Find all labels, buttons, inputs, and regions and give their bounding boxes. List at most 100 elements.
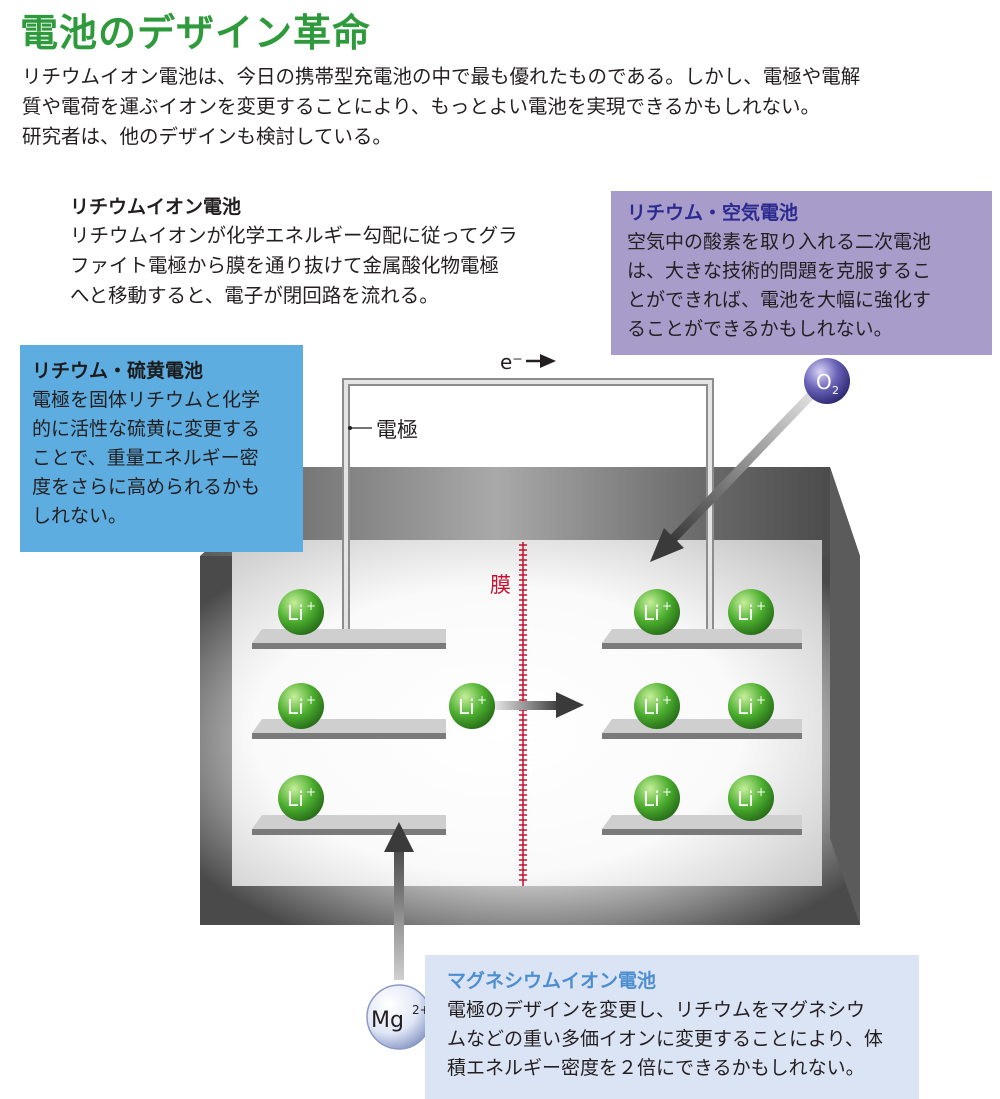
page-title: 電池のデザイン革命	[20, 11, 372, 55]
magnesium-symbol: Mg	[371, 1008, 404, 1033]
li-ion-symbol: Li	[737, 601, 754, 625]
li-ion-charge: +	[306, 599, 316, 613]
li-ion: Li+	[728, 775, 774, 821]
mg-ion-line: 積エネルギー密度を２倍にできるかもしれない。	[447, 1057, 865, 1079]
li-ion: Li+	[634, 775, 680, 821]
oxygen-arrow	[650, 390, 816, 562]
li-ion-sphere	[728, 589, 774, 635]
oxygen-symbol: O	[816, 370, 832, 394]
magnesium-arrow	[384, 822, 414, 980]
oxygen-sphere	[804, 358, 850, 404]
li-ion-symbol: Li	[737, 787, 754, 811]
li-ion-charge: +	[756, 785, 766, 799]
li-ion-sphere	[728, 775, 774, 821]
li-ion-symbol: Li	[643, 695, 660, 719]
li-sulfur-box: リチウム・硫黄電池 電極を固体リチウムと化学 的に活性な硫黄に変更する ことで、…	[20, 345, 303, 552]
li-ion-sphere	[634, 589, 680, 635]
plate-left-2	[252, 719, 446, 733]
li-ion: Li+	[728, 683, 774, 729]
intro-line: リチウムイオン電池は、今日の携帯型充電池の中で最も優れたものである。しかし、電極…	[22, 65, 861, 88]
li-ion: Li+	[634, 589, 680, 635]
mg-ion-heading: マグネシウムイオン電池	[447, 970, 657, 992]
li-ion-charge: +	[662, 599, 672, 613]
li-ion-heading: リチウムイオン電池	[70, 196, 242, 218]
membrane-ticks	[519, 544, 527, 881]
li-ion: Li+	[278, 775, 324, 821]
li-sulfur-line: 的に活性な硫黄に変更する	[32, 418, 261, 440]
li-air-line: 空気中の酸素を取り入れる二次電池	[627, 231, 932, 253]
li-air-line: は、大きな技術的問題を克服するこ	[627, 260, 932, 282]
electrode-label: 電極	[376, 418, 418, 442]
plate-left-3	[252, 815, 446, 829]
plate-right-2	[602, 719, 802, 733]
plate-left-1	[252, 629, 446, 643]
li-ion-charge: +	[756, 599, 766, 613]
li-ion-charge: +	[306, 785, 316, 799]
mg-ion-line: 電極のデザインを変更し、リチウムをマグネシウ	[447, 999, 866, 1021]
magnesium-ion: Mg 2+	[366, 984, 432, 1050]
li-sulfur-line: ことで、重量エネルギー密	[32, 447, 259, 469]
li-ion-line: へと移動すると、電子が閉回路を流れる。	[70, 284, 439, 307]
li-ion-symbol: Li	[643, 601, 660, 625]
li-air-line: とができれば、電池を大幅に強化す	[627, 289, 932, 311]
battery-top-face	[200, 467, 860, 556]
li-ion-sphere	[728, 683, 774, 729]
li-ion-sphere	[278, 589, 324, 635]
li-ion-symbol: Li	[287, 787, 304, 811]
external-circuit	[342, 378, 714, 635]
li-sulfur-line: 度をさらに高められるかも	[32, 476, 261, 498]
li-ion-sphere	[634, 775, 680, 821]
plate-right-3	[602, 815, 802, 829]
li-ion-sphere	[278, 775, 324, 821]
li-ion-line: リチウムイオンが化学エネルギー勾配に従ってグラ	[70, 224, 518, 247]
li-migration-arrow	[494, 692, 584, 718]
li-ion: Li+	[278, 683, 324, 729]
plate-left-2-edge	[252, 733, 446, 739]
li-ion-charge: +	[756, 693, 766, 707]
membrane-label: 膜	[490, 573, 511, 597]
oxygen-subscript: 2	[832, 384, 839, 397]
li-sulfur-line: しれない。	[32, 505, 128, 527]
li-ion-symbol: Li	[458, 695, 475, 719]
mg-ion-line: ムなどの重い多価イオンに変更することにより、体	[447, 1028, 883, 1050]
intro-line: 質や電荷を運ぶイオンを変更することにより、もっとよい電池を実現できるかもしれない…	[22, 95, 820, 118]
plate-right-2-edge	[602, 733, 802, 739]
plate-right-1	[602, 629, 802, 643]
li-ion: Li+	[634, 683, 680, 729]
li-sulfur-heading: リチウム・硫黄電池	[32, 360, 204, 382]
plate-left-1-edge	[252, 643, 446, 649]
plate-left-3-edge	[252, 829, 446, 835]
li-ion: Li+	[449, 683, 495, 729]
li-ion-symbol: Li	[643, 787, 660, 811]
li-ion-line: ファイト電極から膜を通り抜けて金属酸化物電極	[70, 254, 500, 277]
li-ion-symbol: Li	[287, 601, 304, 625]
li-ion-sphere	[278, 683, 324, 729]
li-ion-charge: +	[477, 693, 487, 707]
oxygen-molecule: O 2	[804, 358, 850, 404]
li-ion-charge: +	[662, 785, 672, 799]
li-ion-charge: +	[662, 693, 672, 707]
li-air-box: リチウム・空気電池 空気中の酸素を取り入れる二次電池 は、大きな技術的問題を克服…	[611, 191, 992, 355]
electrode-leader-dot	[348, 426, 352, 430]
electron-arrow	[526, 354, 556, 368]
intro-paragraph: リチウムイオン電池は、今日の携帯型充電池の中で最も優れたものである。しかし、電極…	[22, 62, 997, 152]
battery-side-face	[830, 467, 860, 925]
li-ion-symbol: Li	[737, 695, 754, 719]
li-ion-charge: +	[306, 693, 316, 707]
intro-line: 研究者は、他のデザインも検討している。	[22, 125, 392, 148]
li-ion-description: リチウムイオン電池 リチウムイオンが化学エネルギー勾配に従ってグラ ファイト電極…	[70, 193, 590, 311]
li-ion: Li+	[278, 589, 324, 635]
li-ion-group: Li+Li+Li+Li+Li+Li+Li+Li+Li+Li+	[278, 589, 774, 821]
li-ion-sphere	[449, 683, 495, 729]
electron-label: e⁻	[500, 350, 523, 374]
li-ion-sphere	[634, 683, 680, 729]
li-ion: Li+	[728, 589, 774, 635]
li-ion-symbol: Li	[287, 695, 304, 719]
plate-right-1-edge	[602, 643, 802, 649]
li-air-line: ることができるかもしれない。	[627, 318, 893, 340]
mg-ion-box: マグネシウムイオン電池 電極のデザインを変更し、リチウムをマグネシウ ムなどの重…	[425, 955, 919, 1099]
membrane	[519, 542, 527, 886]
li-sulfur-line: 電極を固体リチウムと化学	[32, 389, 261, 411]
li-air-heading: リチウム・空気電池	[627, 202, 799, 224]
